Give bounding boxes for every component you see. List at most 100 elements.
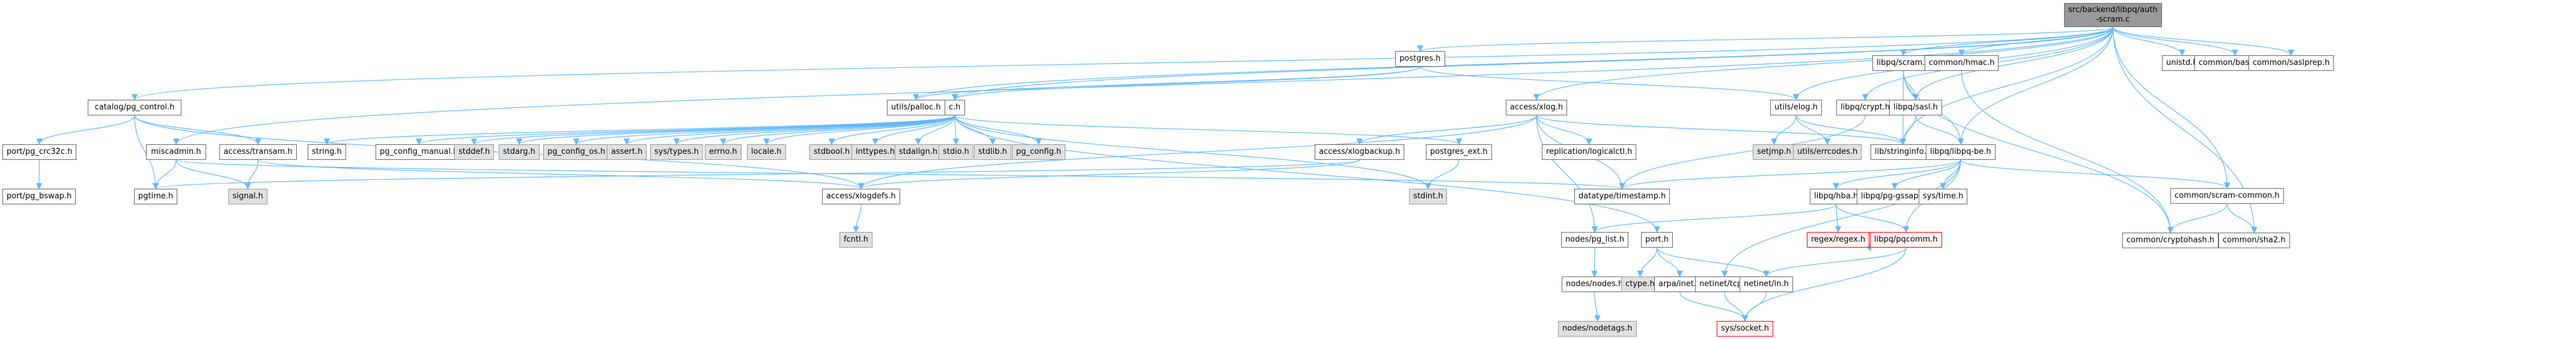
include-node-stdio-h[interactable]: stdio.h [939, 144, 973, 160]
edge-access-xlog-h-to-access-xlogbackup-h [1356, 115, 1537, 145]
include-node-common-scram-common-h[interactable]: common/scram-common.h [2170, 188, 2284, 204]
include-node-access-xlog-h[interactable]: access/xlog.h [1506, 100, 1568, 115]
include-node-utils-errcodes-h[interactable]: utils/errcodes.h [1793, 144, 1862, 160]
edge-access-transam-h-to-access-xlogdefs-h [257, 159, 864, 190]
edge-libpq-hba-h-to-nodes-pg-list-h [1591, 204, 1837, 233]
include-node-libpq-crypt-h[interactable]: libpq/crypt.h [1836, 100, 1895, 115]
include-node-port-pg-crc32c-h[interactable]: port/pg_crc32c.h [2, 144, 77, 160]
edge-c-h-to-sys-types-h [673, 115, 955, 145]
edge-access-xlogbackup-h-to-access-xlogdefs-h [857, 159, 1360, 190]
include-node-datatype-timestamp-h[interactable]: datatype/timestamp.h [1574, 189, 1670, 204]
include-node-pg-config-manual-h[interactable]: pg_config_manual.h [376, 144, 463, 160]
edge-c-h-to-locale-h [763, 115, 955, 145]
edge-libpq-hba-h-to-libpq-pqcomm-h [1835, 204, 1910, 233]
edge-catalog-pg-control-h-to-pgtime-h [134, 115, 159, 190]
edge-c-h-to-postgres-ext-h [954, 115, 1463, 145]
include-node-sys-time-h[interactable]: sys/time.h [1919, 189, 1968, 204]
include-node-inttypes-h[interactable]: inttypes.h [851, 144, 900, 160]
edge-access-xlogbackup-h-to-pgtime-h [153, 159, 1360, 190]
edge-access-transam-h-to-signal-h [245, 159, 259, 190]
root-label-line: src/backend/libpq/auth [2068, 5, 2158, 14]
include-node-libpq-libpq-be-h[interactable]: libpq/libpq-be.h [1926, 144, 1996, 160]
edge-root-to-libpq-libpq-be-h [1957, 26, 2114, 145]
include-node-common-hmac-h[interactable]: common/hmac.h [1925, 55, 1999, 71]
include-node-postgres-ext-h[interactable]: postgres_ext.h [1426, 144, 1492, 160]
include-node-signal-h[interactable]: signal.h [228, 189, 267, 204]
include-node-replication-logicalctl-h[interactable]: replication/logicalctl.h [1542, 144, 1637, 160]
include-node-ctype-h[interactable]: ctype.h [1621, 276, 1659, 292]
include-node-assert-h[interactable]: assert.h [607, 144, 647, 160]
include-node-nodes-pg-list-h[interactable]: nodes/pg_list.h [1561, 232, 1629, 248]
include-node-access-xlogdefs-h[interactable]: access/xlogdefs.h [822, 189, 900, 204]
include-node-libpq-sasl-h[interactable]: libpq/sasl.h [1889, 100, 1942, 115]
edge-c-h-to-stdio-h [952, 115, 960, 145]
include-node-stdalign-h[interactable]: stdalign.h [895, 144, 942, 160]
include-node-catalog-pg-control-h[interactable]: catalog/pg_control.h [88, 100, 181, 115]
edge-access-xlog-h-to-replication-logicalctl-h [1536, 115, 1592, 145]
edge-root-to-common-scram-common-h [2112, 26, 2230, 189]
edge-netinet-in-h-to-sys-socket-h [1741, 292, 1767, 322]
include-node-stdlib-h[interactable]: stdlib.h [974, 144, 1011, 160]
include-node-stddef-h[interactable]: stddef.h [454, 144, 495, 160]
edge-port-h-to-ctype-h [1637, 247, 1658, 278]
edge-catalog-pg-control-h-to-access-transam-h [134, 115, 261, 145]
edge-catalog-pg-control-h-to-port-pg-crc32c-h [36, 115, 135, 145]
edge-libpq-pqcomm-h-to-netinet-in-h [1763, 247, 1907, 278]
include-node-lib-stringinfo-h[interactable]: lib/stringinfo.h [1871, 144, 1935, 160]
edge-root-to-postgres-h [1417, 26, 2114, 52]
edge-libpq-libpq-be-h-to-common-scram-common-h [1960, 159, 2230, 189]
edge-nodes-nodes-h-to-nodes-nodetags-h [1594, 292, 1601, 322]
include-node-sys-types-h[interactable]: sys/types.h [650, 144, 703, 160]
edge-common-hmac-h-to-common-cryptohash-h [1961, 70, 2174, 234]
root-label-line: -scram.c [2096, 15, 2130, 24]
include-node-libpq-scram-h[interactable]: libpq/scram.h [1872, 55, 1934, 71]
edge-libpq-sasl-h-to-lib-stringinfo-h [1899, 115, 1916, 145]
include-node-regex-regex-h[interactable]: regex/regex.h [1807, 232, 1870, 248]
include-node-postgres-h[interactable]: postgres.h [1395, 51, 1445, 67]
edge-libpq-libpq-be-h-to-datatype-timestamp-h [1619, 159, 1961, 190]
include-node-libpq-hba-h[interactable]: libpq/hba.h [1810, 189, 1863, 204]
include-node-nodes-nodetags-h[interactable]: nodes/nodetags.h [1558, 321, 1637, 337]
include-node-access-xlogbackup-h[interactable]: access/xlogbackup.h [1315, 144, 1405, 160]
include-node-utils-elog-h[interactable]: utils/elog.h [1770, 100, 1822, 115]
edge-c-h-to-stdalign-h [915, 115, 955, 145]
include-node-access-transam-h[interactable]: access/transam.h [219, 144, 297, 160]
include-node-miscadmin-h[interactable]: miscadmin.h [146, 144, 206, 160]
edge-root-to-unistd-h [2112, 26, 2185, 56]
include-node-fcntl-h[interactable]: fcntl.h [839, 232, 873, 248]
include-node-stdarg-h[interactable]: stdarg.h [499, 144, 540, 160]
include-node-port-pg-bswap-h[interactable]: port/pg_bswap.h [2, 189, 76, 204]
edge-access-xlogdefs-h-to-fcntl-h [853, 204, 862, 233]
include-node-stdbool-h[interactable]: stdbool.h [809, 144, 854, 160]
include-node-pg-config-h[interactable]: pg_config.h [1012, 144, 1066, 160]
include-node-string-h[interactable]: string.h [308, 144, 346, 160]
edge-c-h-to-port-h [954, 115, 1660, 233]
edge-root-to-libpq-sasl-h [1912, 26, 2114, 101]
edge-c-h-to-string-h [324, 115, 955, 145]
edge-root-to-miscadmin-h [172, 26, 2114, 145]
include-node-common-sha2-h[interactable]: common/sha2.h [2218, 233, 2290, 248]
include-node-utils-palloc-h[interactable]: utils/palloc.h [887, 100, 945, 115]
include-node-c-h[interactable]: c.h [945, 100, 965, 115]
include-node-pgtime-h[interactable]: pgtime.h [134, 189, 178, 204]
include-node-errno-h[interactable]: errno.h [705, 144, 741, 160]
edge-root-to-c-h [951, 26, 2114, 101]
edge-access-xlog-h-to-access-xlogdefs-h [857, 115, 1537, 190]
include-node-netinet-in-h[interactable]: netinet/in.h [1740, 276, 1793, 292]
include-node-common-cryptohash-h[interactable]: common/cryptohash.h [2122, 233, 2219, 248]
edge-c-h-to-inttypes-h [872, 115, 955, 145]
edge-miscadmin-h-to-datatype-timestamp-h [175, 159, 1625, 190]
edge-root-to-common-saslprep-h [2112, 26, 2295, 56]
include-node-locale-h[interactable]: locale.h [747, 144, 786, 160]
include-node-port-h[interactable]: port.h [1641, 232, 1673, 248]
include-node-sys-socket-h[interactable]: sys/socket.h [1717, 321, 1774, 337]
include-node-common-saslprep-h[interactable]: common/saslprep.h [2249, 55, 2334, 71]
edge-catalog-pg-control-h-to-access-xlogdefs-h [134, 115, 865, 190]
include-node-libpq-pqcomm-h[interactable]: libpq/pqcomm.h [1870, 232, 1942, 248]
include-node-setjmp-h[interactable]: setjmp.h [1753, 144, 1795, 160]
include-node-nodes-nodes-h[interactable]: nodes/nodes.h [1562, 276, 1628, 292]
include-node-stdint-h[interactable]: stdint.h [1409, 189, 1448, 204]
include-node-pg-config-os-h[interactable]: pg_config_os.h [543, 144, 610, 160]
root-file-node: src/backend/libpq/auth-scram.c [2064, 3, 2162, 27]
edge-libpq-libpq-be-h-to-libpq-hba-h [1833, 159, 1961, 190]
